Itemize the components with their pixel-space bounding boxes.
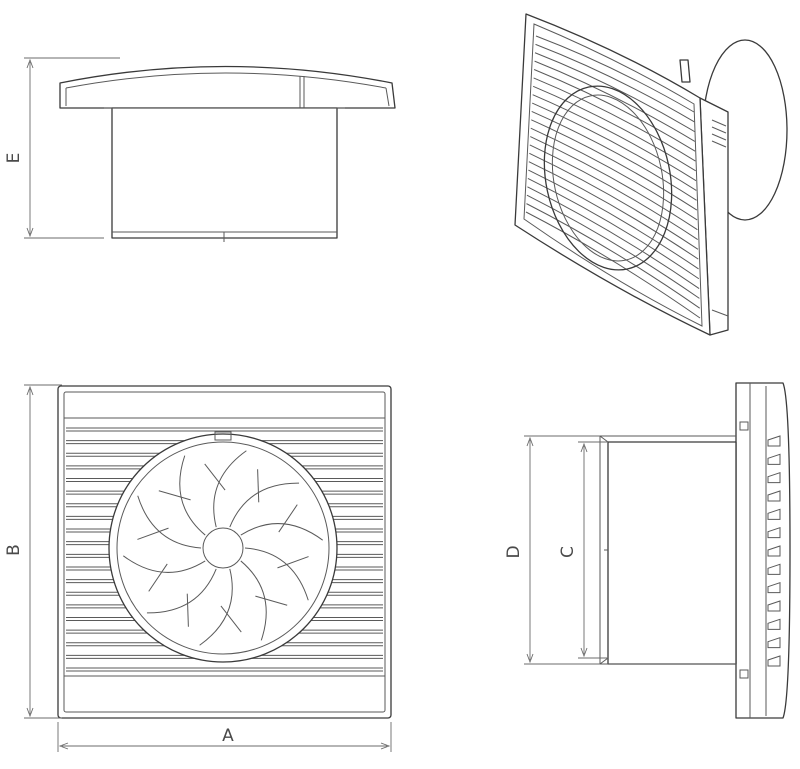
dimension-e: E <box>4 57 120 239</box>
perspective-slat <box>528 169 699 270</box>
perspective-slat <box>530 136 698 231</box>
perspective-vents <box>711 119 729 317</box>
perspective-slat <box>526 194 700 299</box>
profile-fins <box>767 435 781 667</box>
perspective-slat <box>529 152 699 250</box>
perspective-slat <box>535 35 695 113</box>
impeller-blade-edge <box>277 556 309 569</box>
impeller-blade <box>199 568 233 646</box>
dimension-b: B <box>4 384 62 719</box>
dimension-label-b: B <box>4 544 24 556</box>
impeller-blade <box>240 523 323 541</box>
profile-fin <box>767 636 781 649</box>
impeller-blade-edge <box>204 463 226 491</box>
dimension-d: D <box>504 435 600 665</box>
impeller-blade <box>213 450 247 528</box>
impeller-blade <box>137 495 202 549</box>
profile-view: D C <box>504 382 791 719</box>
side-view: E <box>4 57 396 242</box>
impeller-blade-edge <box>255 595 288 606</box>
perspective-slat <box>529 144 698 240</box>
impeller-blade-edge <box>220 605 242 633</box>
profile-fin <box>767 655 781 667</box>
perspective-slat <box>532 85 696 172</box>
profile-fin <box>767 453 781 465</box>
profile-fin <box>767 490 781 502</box>
front-view: B A <box>4 384 392 752</box>
dimension-a: A <box>57 722 392 752</box>
perspective-slat <box>527 178 700 280</box>
profile-fin <box>767 508 781 520</box>
impeller-blade-edge <box>148 563 168 592</box>
dimension-label-e: E <box>4 153 24 164</box>
perspective-slat <box>535 43 695 123</box>
impeller-blade-edge <box>137 527 169 540</box>
perspective-slat <box>528 161 699 260</box>
impeller-blade-edge <box>278 504 298 533</box>
perspective-view <box>514 13 788 336</box>
impeller-hub <box>202 527 244 569</box>
perspective-slat <box>534 52 695 133</box>
profile-fin <box>767 545 781 557</box>
impeller-blade-edge <box>158 490 191 501</box>
perspective-slat <box>533 77 696 162</box>
impeller-blade <box>123 555 206 573</box>
dimension-label-d: D <box>504 545 524 558</box>
impeller-blade-edge <box>257 469 260 503</box>
dimension-c: C <box>558 441 608 659</box>
dimension-label-a: A <box>222 726 234 746</box>
impeller-blade-edge <box>186 593 189 627</box>
perspective-slat <box>531 102 697 191</box>
perspective-grille <box>525 35 701 319</box>
profile-fin <box>767 618 781 630</box>
profile-fin <box>767 471 781 484</box>
dimension-label-c: C <box>558 546 578 558</box>
profile-fin <box>767 563 781 575</box>
impeller-blade <box>240 560 267 641</box>
perspective-slat <box>532 94 697 182</box>
perspective-slat <box>531 119 698 211</box>
perspective-slat <box>530 127 698 221</box>
impeller-blade <box>179 455 206 536</box>
profile-fin <box>767 600 781 612</box>
perspective-slat <box>534 60 696 142</box>
profile-fin <box>767 435 781 447</box>
front-impeller <box>123 450 323 646</box>
impeller-blade <box>244 547 309 601</box>
perspective-slat <box>531 110 697 201</box>
profile-fin <box>767 526 781 539</box>
perspective-slat <box>526 203 700 309</box>
perspective-slat <box>533 69 696 152</box>
impeller-blade <box>146 568 217 614</box>
impeller-blade <box>229 482 300 528</box>
profile-fin <box>767 581 781 594</box>
